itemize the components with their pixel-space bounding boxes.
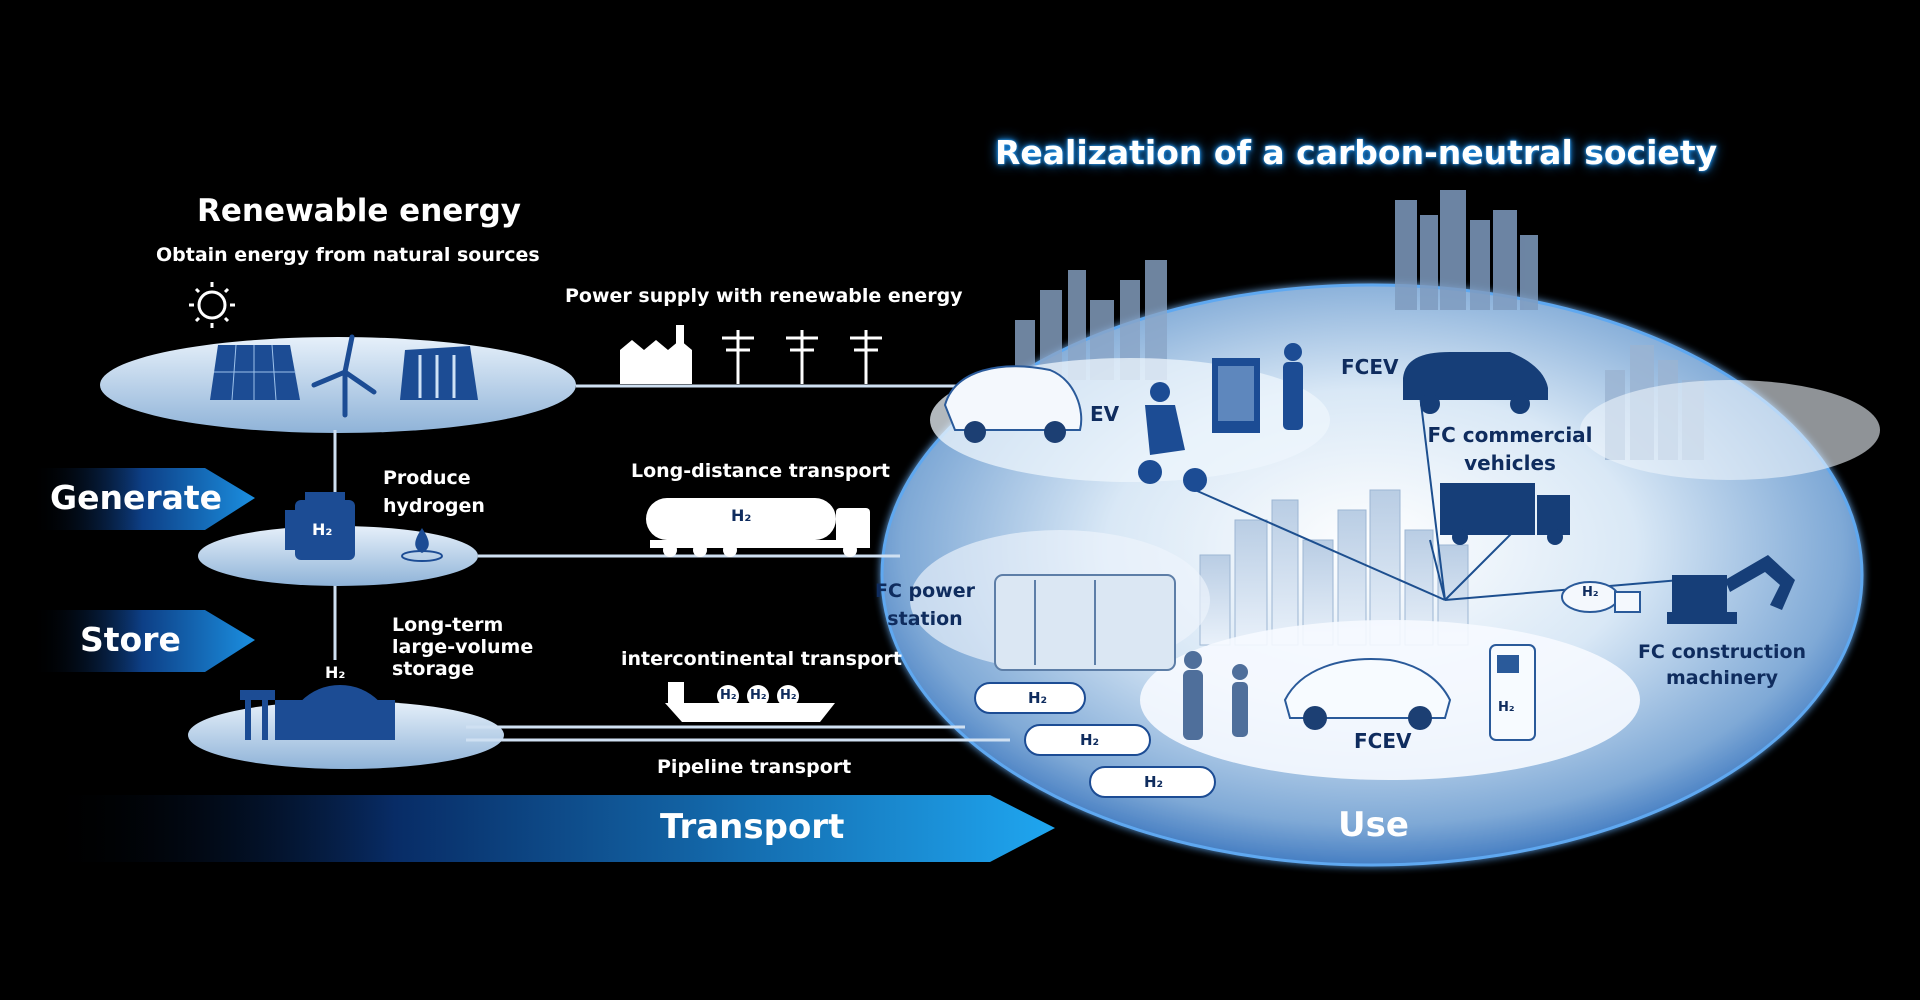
- generate-arrow: [30, 468, 255, 530]
- lng-ship-icon: [665, 682, 835, 722]
- storage-label-1: Long-term: [392, 614, 504, 636]
- use-tank-label-2: H₂: [1080, 731, 1100, 749]
- fc-truck-icon: [1440, 483, 1570, 545]
- hydrogen-plant-icon: [285, 492, 355, 560]
- use-fc-power-label-2: station: [887, 608, 963, 630]
- store-tank-label: H₂: [325, 663, 346, 682]
- person-icon: [1283, 343, 1303, 430]
- use-fc-construction-label-1: FC construction: [1637, 641, 1807, 663]
- mixer-tank-label: H₂: [1582, 585, 1599, 600]
- family-silhouette-icon: [1183, 651, 1248, 740]
- truck-tank-label: H₂: [731, 506, 752, 525]
- renewable-subtitle: Obtain energy from natural sources: [156, 244, 540, 266]
- use-fcev-top-label: FCEV: [1341, 355, 1399, 379]
- solar-panel-grid: [214, 344, 296, 401]
- headline: Realization of a carbon-neutral society: [995, 133, 1718, 172]
- use-fc-power-label-1: FC power: [874, 580, 975, 602]
- route-power-label: Power supply with renewable energy: [565, 285, 963, 307]
- battery-swap-station-icon: [1212, 358, 1260, 433]
- storage-label-2: large-volume: [392, 636, 534, 658]
- sun-icon: [189, 282, 235, 328]
- use-connector-lines: [1194, 394, 1681, 601]
- storage-label-3: storage: [392, 658, 475, 680]
- produce-hydrogen-label-2: hydrogen: [383, 495, 485, 517]
- ev-car-icon: [943, 365, 1083, 443]
- factory-icon: [620, 325, 692, 384]
- hydro-dam-icon: [400, 346, 478, 400]
- route-pipeline-label: Pipeline transport: [657, 756, 852, 778]
- storage-sphere-icon: [240, 685, 395, 740]
- generate-tank-label: H₂: [312, 520, 333, 539]
- water-drop-icon: [401, 528, 443, 562]
- route-long-distance-label: Long-distance transport: [631, 460, 891, 482]
- use-fcev-bottom-label: FCEV: [1354, 729, 1412, 753]
- use-platform-right: [1580, 380, 1880, 480]
- stage-transport-label: Transport: [660, 807, 845, 847]
- use-tank-label-1: H₂: [1028, 689, 1048, 707]
- city-skyline-left: [1015, 260, 1167, 380]
- use-tank-label-3: H₂: [1144, 773, 1164, 791]
- use-fc-commercial-label-2: vehicles: [1464, 451, 1556, 475]
- hydrogen-dispenser-icon: [1489, 644, 1536, 741]
- fc-power-station-icon: [994, 574, 1176, 671]
- ship-tank-label-1: H₂: [720, 688, 737, 703]
- dispenser-label: H₂: [1498, 700, 1515, 715]
- wind-turbine-icon: [311, 334, 377, 418]
- stage-generate-label: Generate: [50, 478, 223, 517]
- renewable-platform: [100, 337, 576, 433]
- fcev-sedan-icon: [1283, 658, 1452, 730]
- excavator-icon: [1667, 555, 1795, 624]
- produce-hydrogen-label-1: Produce: [383, 467, 471, 489]
- store-arrow: [30, 610, 255, 672]
- use-ev-label: EV: [1090, 402, 1120, 426]
- stage-store-label: Store: [80, 620, 181, 659]
- use-fc-commercial-label-1: FC commercial: [1427, 423, 1593, 447]
- stage-use-label: Use: [1338, 805, 1409, 845]
- fcev-suv-icon: [1403, 352, 1548, 414]
- power-pylon-icons: [722, 330, 882, 384]
- ship-tank-label-2: H₂: [750, 688, 767, 703]
- hydrogen-tank-icons: [974, 682, 1216, 798]
- scooter-rider-icon: [1138, 382, 1207, 492]
- transport-arrow: [40, 795, 1055, 862]
- tanker-truck-icon: [646, 498, 870, 557]
- renewable-title: Renewable energy: [197, 193, 521, 229]
- use-fc-construction-label-2: machinery: [1665, 667, 1779, 689]
- ship-tank-label-3: H₂: [780, 688, 797, 703]
- route-intercontinental-label: intercontinental transport: [621, 648, 903, 670]
- cement-mixer-icon: [1561, 581, 1641, 613]
- city-skyline-top: [1395, 190, 1538, 310]
